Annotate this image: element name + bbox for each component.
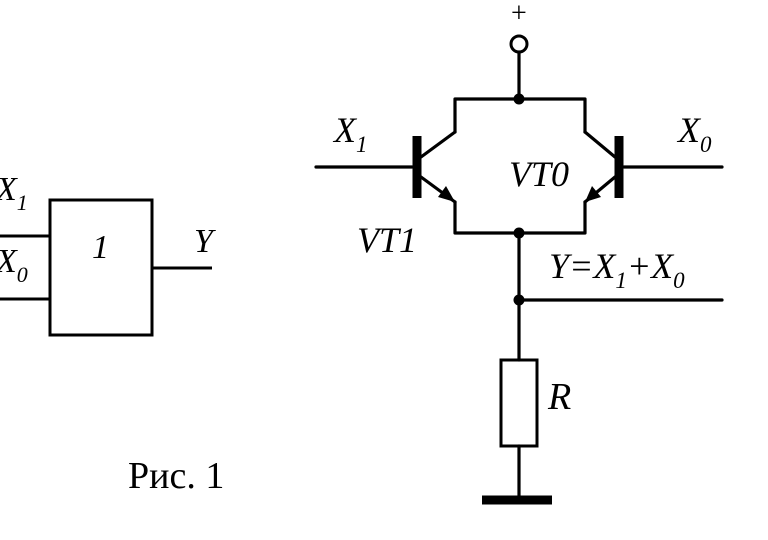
output-equation: Y=X1+X0 bbox=[549, 246, 685, 293]
gate-input-x1-label: X1 bbox=[0, 171, 28, 215]
collector-bus bbox=[453, 97, 587, 134]
gate-symbol: 1 bbox=[92, 229, 109, 266]
gate-output-label: Y bbox=[194, 223, 216, 260]
supply-plus-label: + bbox=[511, 0, 527, 29]
resistor bbox=[499, 358, 539, 448]
vt0-emitter-arrow bbox=[585, 186, 601, 202]
vt1-label: VT1 bbox=[357, 220, 417, 260]
or-gate-body bbox=[48, 198, 154, 337]
figure-caption: Рис. 1 bbox=[128, 455, 224, 497]
gate-input-x0-label: X0 bbox=[0, 243, 28, 287]
x0-input-label: X0 bbox=[676, 110, 712, 157]
vt0-label: VT0 bbox=[509, 154, 569, 194]
vt1-emitter-arrow bbox=[438, 186, 455, 202]
vt1-collector bbox=[419, 130, 457, 159]
or-gate: X1 X0 1 Y bbox=[0, 171, 216, 337]
supply-terminal bbox=[509, 34, 529, 54]
vt0-collector bbox=[583, 130, 617, 159]
resistor-label: R bbox=[547, 376, 571, 418]
transistor-circuit: + X1 X0 VT0 bbox=[314, 0, 724, 505]
x1-input-label: X1 bbox=[332, 110, 368, 157]
